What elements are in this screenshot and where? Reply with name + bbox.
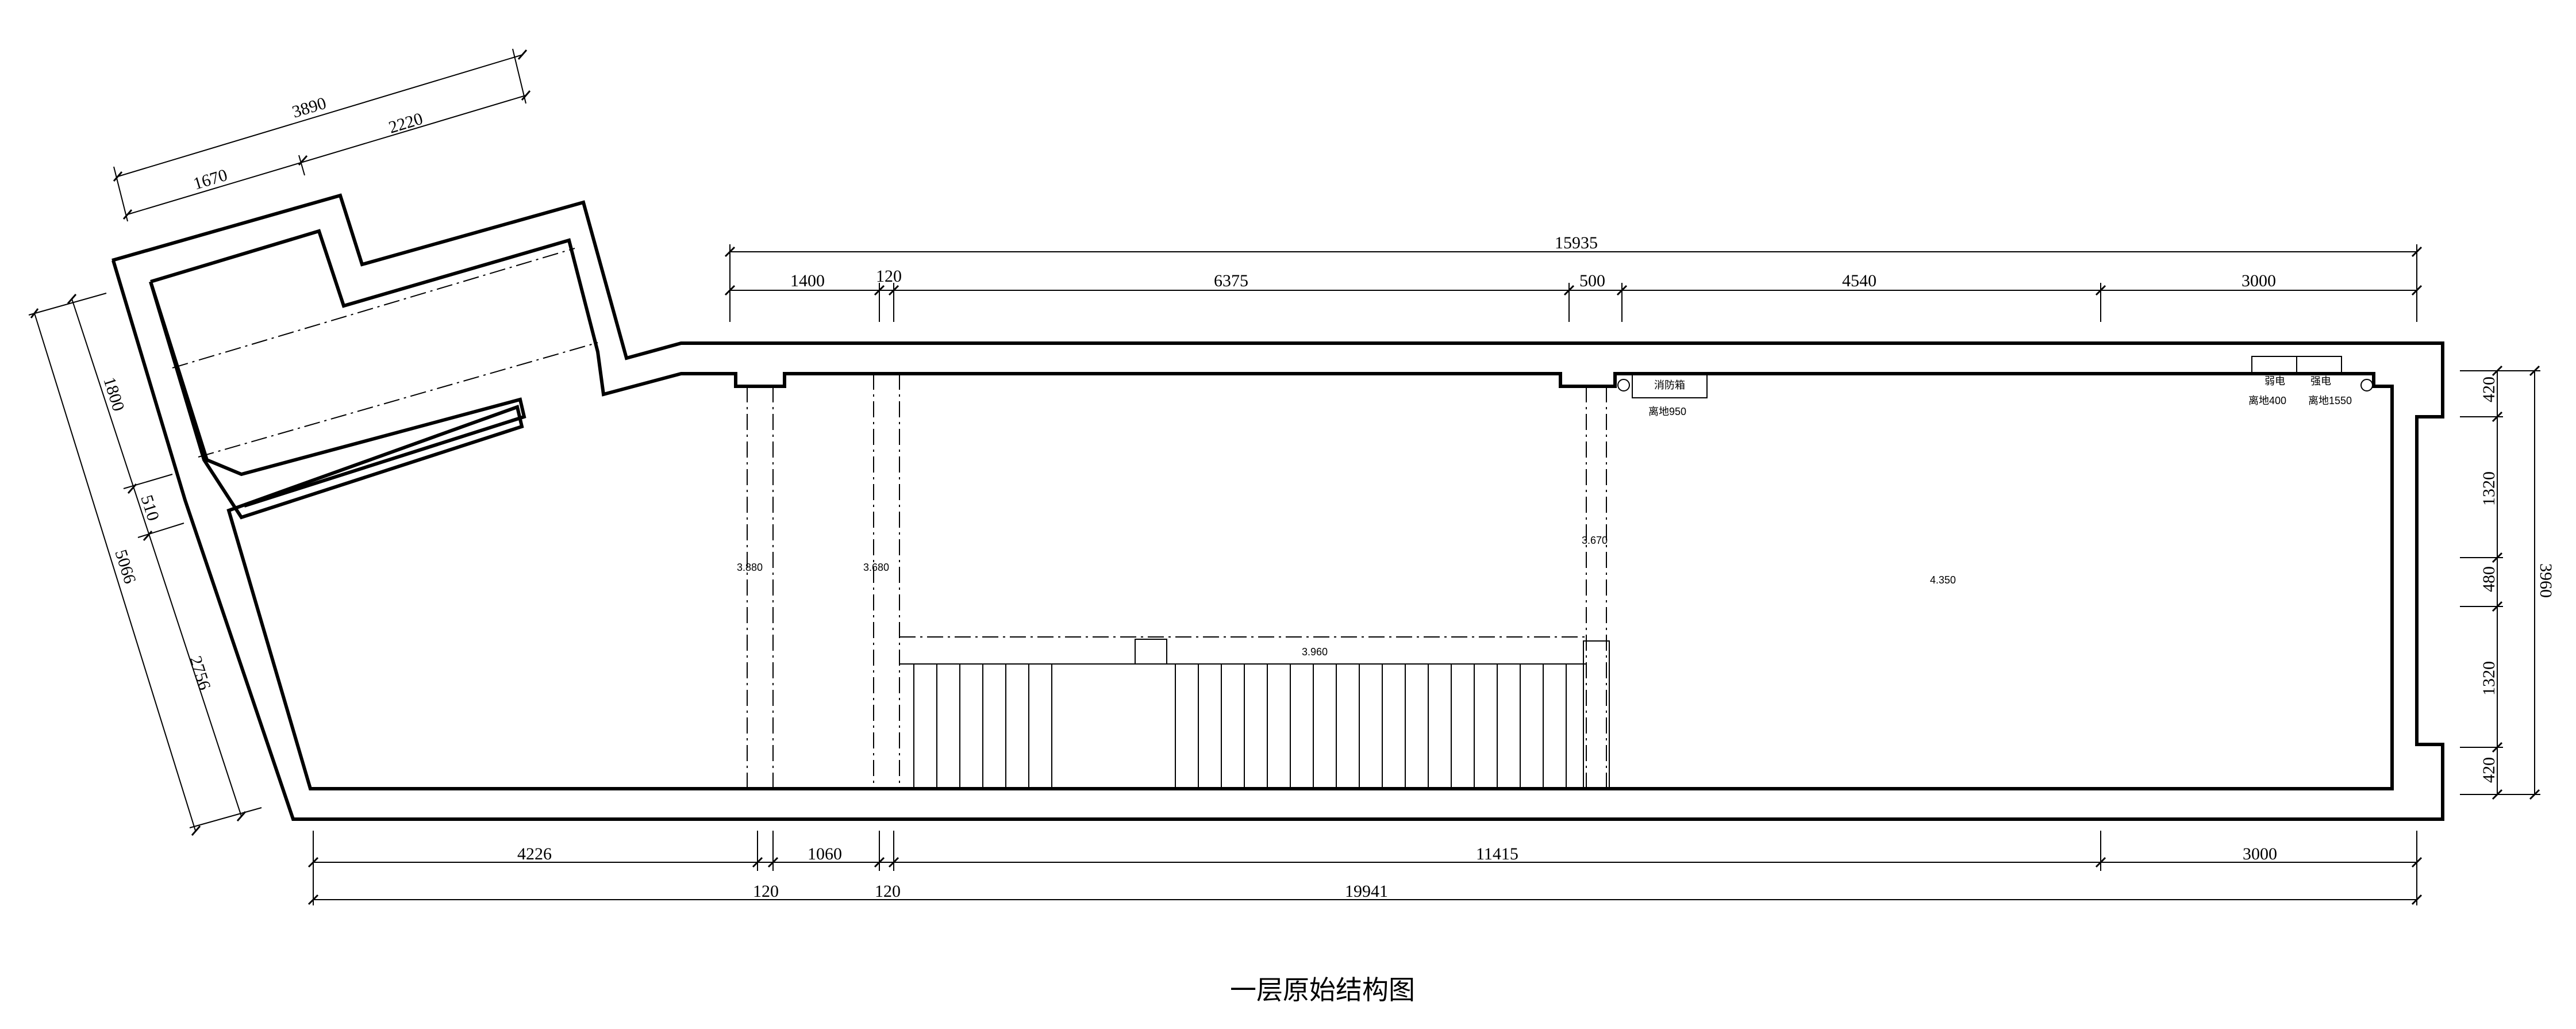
dim-bottom-120b: 120 xyxy=(875,882,901,901)
dim-diag-2220: 2220 xyxy=(386,109,425,137)
level-mark: 4.350 xyxy=(1930,574,1956,586)
pipe-icon xyxy=(2360,379,2373,391)
fire-box-label: 消防箱 xyxy=(1654,379,1685,391)
dim-bottom-3000: 3000 xyxy=(2243,844,2277,863)
dim-top-total: 15935 xyxy=(1555,233,1598,252)
strong-elec-label: 强电 xyxy=(2310,375,2331,387)
dim-right-1320a: 1320 xyxy=(2479,471,2498,506)
dim-bottom-total: 19941 xyxy=(1345,882,1388,901)
equipment: 消防箱 离地950 弱电 离地400 强电 离地1550 xyxy=(1617,356,2373,417)
dim-top-4540: 4540 xyxy=(1842,271,1877,290)
stair xyxy=(899,639,1610,789)
dim-left-5066: 5066 xyxy=(111,547,140,586)
walls xyxy=(112,193,2444,821)
dim-right-420b: 420 xyxy=(2479,757,2498,783)
weak-elec-rect xyxy=(2251,356,2297,373)
dim-top-120: 120 xyxy=(876,267,902,286)
dim-left-1800: 1800 xyxy=(99,375,128,413)
inner-wall-wing xyxy=(149,229,2394,790)
level-mark: 3.960 xyxy=(1302,646,1328,658)
dim-bottom-1060: 1060 xyxy=(808,844,842,863)
dim-top-1400: 1400 xyxy=(790,271,825,290)
drawing-title: 一层原始结构图 xyxy=(1230,974,1415,1005)
weak-elec-height: 离地400 xyxy=(2248,395,2286,406)
dim-right-480: 480 xyxy=(2479,566,2498,592)
dim-left-2756: 2756 xyxy=(186,654,214,692)
dim-diag-3890: 3890 xyxy=(290,94,328,122)
level-mark: 3.680 xyxy=(863,562,889,573)
top-dimensions: 15935 1400 120 6375 500 4540 3000 xyxy=(724,233,2423,322)
diagonal-dimensions: 3890 1670 2220 xyxy=(113,48,531,222)
dim-left-510: 510 xyxy=(137,493,163,523)
outer-wall xyxy=(112,193,2444,821)
pipe-icon xyxy=(1617,379,1630,391)
strong-elec-height: 离地1550 xyxy=(2308,395,2352,406)
fire-box-height: 离地950 xyxy=(1648,406,1686,417)
dim-bottom-4226: 4226 xyxy=(517,844,552,863)
wing-room-wall xyxy=(149,281,526,508)
left-diagonal-dimensions: 1800 510 2756 5066 xyxy=(28,293,262,836)
dim-bottom-120a: 120 xyxy=(753,882,779,901)
dim-top-6375: 6375 xyxy=(1214,271,1248,290)
bottom-dimensions: 4226 1060 11415 3000 120 120 19941 xyxy=(307,831,2423,905)
dim-right-420a: 420 xyxy=(2479,377,2498,402)
dim-right-1320b: 1320 xyxy=(2479,661,2498,696)
dim-top-500: 500 xyxy=(1579,271,1605,290)
dashed-beams xyxy=(172,248,2392,789)
level-mark: 3.880 xyxy=(737,562,763,573)
level-marks: 3.880 3.680 3.670 4.350 3.960 xyxy=(737,535,1956,658)
dim-diag-1670: 1670 xyxy=(191,166,229,194)
strong-elec-rect xyxy=(2296,356,2342,373)
weak-elec-label: 弱电 xyxy=(2264,375,2285,387)
dim-right-total: 3960 xyxy=(2536,563,2555,598)
fire-box-rect xyxy=(1632,373,1708,398)
dim-bottom-11415: 11415 xyxy=(1476,844,1518,863)
right-dimensions: 420 1320 480 1320 420 3960 xyxy=(2460,365,2555,800)
dim-top-3000: 3000 xyxy=(2241,271,2276,290)
level-mark: 3.670 xyxy=(1582,535,1608,546)
